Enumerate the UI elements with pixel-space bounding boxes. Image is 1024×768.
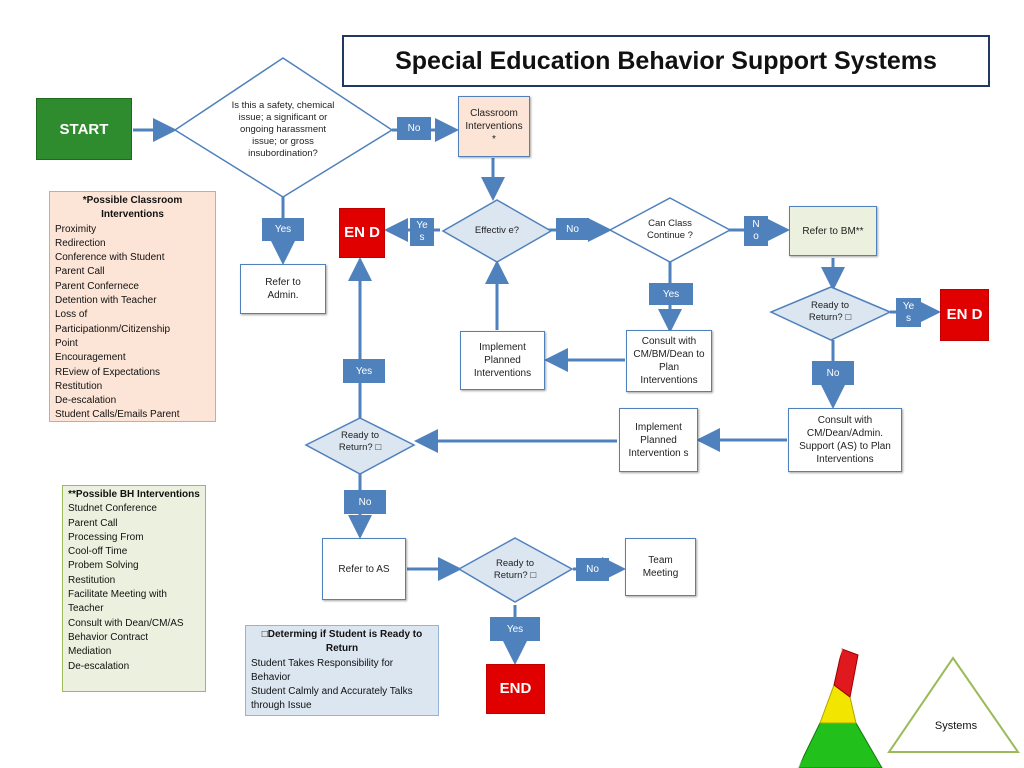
list-item: Restitution	[55, 380, 103, 392]
classroom-interventions-box: Classroom Interventions *	[458, 96, 530, 157]
decision-class-continue-text: Can Class Continue ?	[647, 218, 693, 241]
no-label-1: No	[397, 117, 431, 140]
no-label-3: N o	[744, 216, 768, 246]
list-item: Teacher	[68, 603, 104, 615]
no-label-6: No	[576, 558, 609, 581]
no-label-4: No	[812, 361, 854, 385]
list-item: Redirection	[55, 237, 106, 249]
list-item: Facilitate Meeting with	[68, 589, 167, 601]
list-item: Student Calmly and Accurately Talks	[251, 686, 413, 698]
decision-ready-3-diamond	[457, 537, 574, 603]
systems-label: Systems	[934, 720, 978, 732]
list-item: Probem Solving	[68, 560, 139, 572]
list-item: Participationm/Citizenship	[55, 323, 171, 335]
classroom-panel-heading: *Possible Classroom Interventions	[82, 195, 183, 221]
decision-ready-2-text: Ready to Return? □	[338, 430, 382, 453]
ready-to-return-panel: □Determing if Student is Ready to Return…	[245, 625, 439, 716]
list-item: Behavior	[251, 671, 291, 683]
list-item: Student Takes Responsibility for	[251, 657, 394, 669]
team-meeting-box: Team Meeting	[625, 538, 696, 596]
list-item: REview of Expectations	[55, 366, 161, 378]
list-item: Point	[55, 337, 78, 349]
list-item: Proximity	[55, 223, 97, 235]
decision-ready-1-diamond	[769, 286, 892, 341]
implement-planned-2-box: Implement Planned Intervention s	[619, 408, 698, 472]
decision-safety-text: Is this a safety, chemical issue; a sign…	[231, 100, 335, 159]
list-item: Parent Confernece	[55, 280, 139, 292]
bh-panel-heading: **Possible BH Interventions	[68, 489, 200, 500]
page-title: Special Education Behavior Support Syste…	[342, 35, 990, 87]
systems-triangle	[887, 656, 1020, 753]
list-item: Processing From	[68, 531, 144, 543]
list-item: Mediation	[68, 646, 112, 658]
list-item: Restitution	[68, 574, 116, 586]
yes-label-6: Yes	[490, 617, 540, 641]
list-item: through Issue	[251, 700, 312, 712]
decision-safety-diamond	[173, 57, 394, 198]
list-item: Consult with Dean/CM/AS	[68, 617, 184, 629]
list-item: Encouragement	[55, 352, 126, 364]
decision-class-continue-diamond	[608, 197, 732, 263]
end-box-3: END	[486, 664, 545, 714]
list-item: Studnet Conference	[68, 503, 157, 515]
yes-label-5: Yes	[343, 359, 385, 383]
bh-interventions-panel: **Possible BH Interventions Studnet Conf…	[62, 485, 206, 692]
list-item: De-escalation	[68, 660, 130, 672]
consult-cm-bm-box: Consult with CM/BM/Dean to Plan Interven…	[626, 330, 712, 392]
refer-as-box: Refer to AS	[322, 538, 406, 600]
classroom-interventions-panel: *Possible Classroom Interventions Proxim…	[49, 191, 216, 422]
no-label-2: No	[556, 218, 589, 240]
decision-effective-diamond	[441, 199, 553, 263]
list-item: Conference with Student	[55, 252, 165, 264]
implement-planned-1-box: Implement Planned Interventions	[460, 331, 545, 390]
list-item: Detention with Teacher	[55, 295, 157, 307]
refer-admin-box: Refer to Admin.	[240, 264, 326, 314]
start-box: START	[36, 98, 132, 160]
consult-dean-box: Consult with CM/Dean/Admin. Support (AS)…	[788, 408, 902, 472]
pyramid-graphic	[797, 648, 883, 768]
no-label-5: No	[344, 490, 386, 514]
decision-ready-1-text: Ready to Return? □	[808, 300, 852, 323]
decision-ready-2-diamond	[304, 417, 416, 475]
list-item: Cool-off Time	[68, 546, 128, 558]
yes-label-3: Yes	[649, 283, 693, 305]
decision-ready-3-text: Ready to Return? □	[493, 558, 537, 581]
list-item: Student Calls/Emails Parent	[55, 409, 180, 421]
yes-label-4: Ye s	[896, 298, 921, 327]
yes-label-2: Ye s	[410, 218, 434, 246]
end-box-2: EN D	[940, 289, 989, 341]
list-item: Loss of	[55, 309, 88, 321]
yes-label-1: Yes	[262, 218, 304, 241]
ready-panel-heading: □Determing if Student is Ready to Return	[261, 629, 423, 655]
decision-effective-text: Effectiv e?	[474, 225, 520, 236]
list-item: Parent Call	[68, 517, 118, 529]
refer-bm-box: Refer to BM**	[789, 206, 877, 256]
list-item: De-escalation	[55, 395, 117, 407]
list-item: Behavior Contract	[68, 631, 149, 643]
end-box-1: EN D	[339, 208, 385, 258]
list-item: Parent Call	[55, 266, 105, 278]
